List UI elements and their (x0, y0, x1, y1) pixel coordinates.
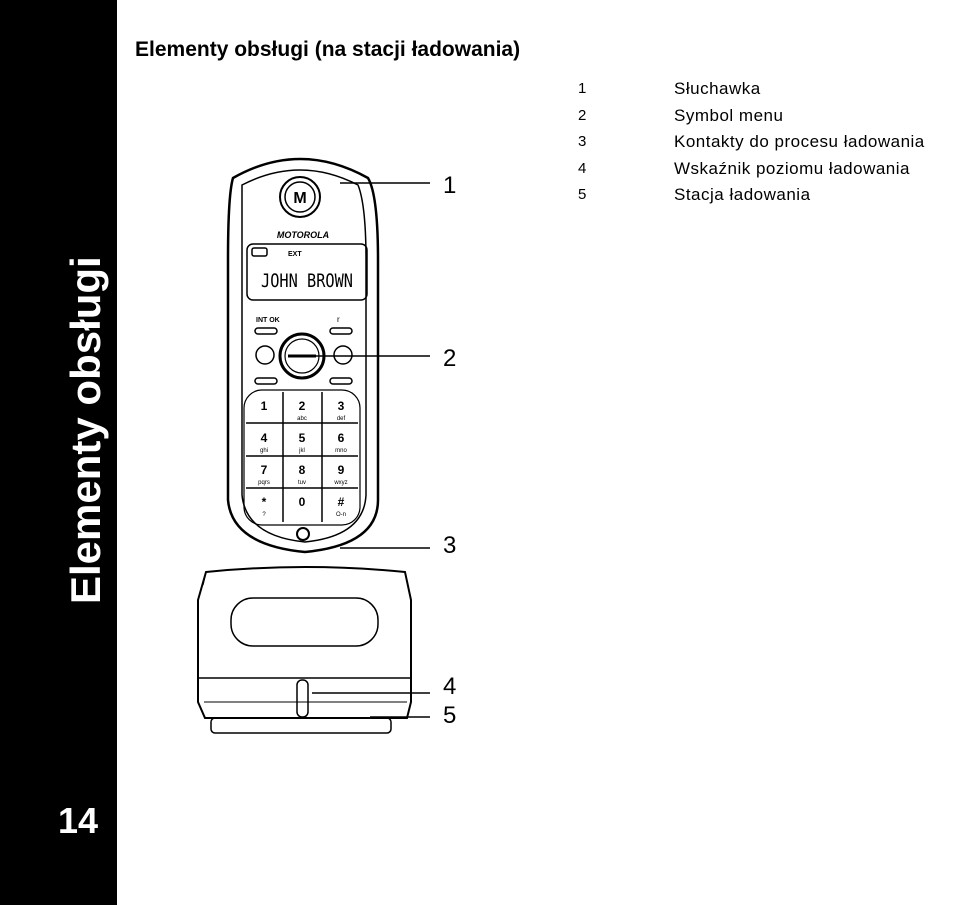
legend-number: 1 (578, 80, 587, 97)
legend-label: Wskaźnik poziomu ładowania (674, 158, 910, 178)
legend-number: 5 (578, 186, 587, 203)
legend-number: 3 (578, 133, 587, 150)
key-6-label: 6 (338, 431, 345, 445)
key-6-letters: mno (335, 448, 347, 454)
int-ok-label: INT OK (256, 317, 280, 324)
key-2-label: 2 (299, 399, 306, 413)
display-name: JOHN BROWN (261, 270, 353, 292)
key-9-label: 9 (338, 463, 345, 477)
sidebar: Elementy obsługi 14 (0, 0, 117, 905)
brand-label: MOTOROLA (277, 230, 329, 240)
key-*-letters: ? (262, 512, 266, 518)
legend-label: Symbol menu (674, 105, 784, 125)
key-#-letters: O-n (336, 512, 346, 518)
key-4-letters: ghi (260, 448, 268, 454)
key-#-label: # (338, 495, 345, 509)
ext-label: EXT (288, 251, 302, 258)
page-title: Elementy obsługi (na stacji ładowania) (135, 38, 521, 61)
callout-5: 5 (443, 702, 457, 729)
legend-number: 2 (578, 106, 587, 124)
legend-label: Słuchawka (674, 79, 761, 98)
key-1-label: 1 (261, 399, 268, 413)
key-3-letters: def (337, 416, 346, 422)
legend-label: Kontakty do procesu ładowania (674, 132, 925, 151)
key-7-letters: pqrs (258, 480, 270, 486)
callout-2: 2 (443, 345, 457, 372)
key-5-letters: jkl (298, 448, 305, 454)
key-2-letters: abc (297, 416, 307, 422)
callout-1: 1 (443, 172, 457, 199)
key-0-label: 0 (299, 495, 306, 509)
legend-number: 4 (578, 159, 587, 177)
keypad: 1 2 abc 3 def 4 ghi 5 jkl 6 mno 7 pqrs 8 tuv 9 wxyz *? 0 # O… (258, 399, 348, 518)
key-*-label: * (262, 495, 267, 509)
legend-label: Stacja ładowania (674, 185, 811, 204)
key-8-label: 8 (299, 463, 306, 477)
r-label: r (337, 315, 340, 324)
key-4-label: 4 (261, 431, 268, 445)
key-9-letters: wxyz (333, 480, 347, 486)
callout-3: 3 (443, 532, 457, 559)
key-7-label: 7 (261, 463, 268, 477)
callout-4: 4 (443, 673, 457, 700)
key-3-label: 3 (338, 399, 345, 413)
motorola-logo-icon: M (293, 190, 306, 207)
key-8-letters: tuv (298, 480, 306, 486)
key-5-label: 5 (299, 431, 306, 445)
page-number: 14 (58, 800, 99, 841)
